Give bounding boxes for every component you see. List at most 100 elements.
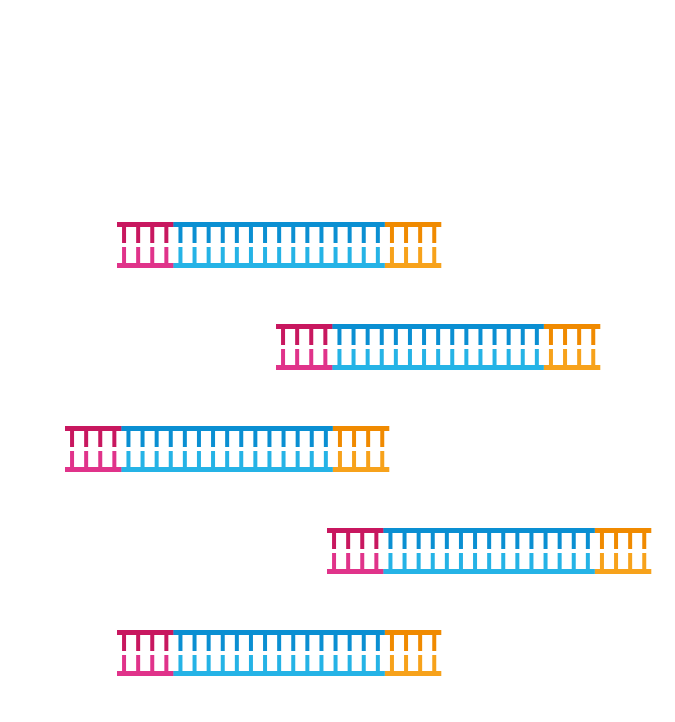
base-pair-upper xyxy=(360,533,365,549)
base-pair-lower xyxy=(346,553,351,569)
base-pair-upper xyxy=(346,533,351,549)
base-pair-lower xyxy=(277,655,282,671)
base-pair-lower xyxy=(571,553,576,569)
base-pair-upper xyxy=(375,227,380,243)
base-pair-lower xyxy=(211,451,216,467)
top-strand xyxy=(383,528,595,533)
base-pair-upper xyxy=(126,431,131,447)
base-pair-lower xyxy=(332,553,337,569)
base-pair-lower xyxy=(402,553,407,569)
base-pair-upper xyxy=(534,329,539,345)
base-pair-upper xyxy=(464,329,469,345)
top-strand xyxy=(384,630,442,635)
base-pair-upper xyxy=(253,431,258,447)
base-pair-upper xyxy=(267,431,272,447)
base-pair-upper xyxy=(178,227,183,243)
base-pair-upper xyxy=(347,635,352,651)
base-pair-upper xyxy=(136,635,141,651)
left-adapter-segment xyxy=(276,324,333,370)
base-pair-upper xyxy=(150,227,155,243)
base-pair-upper xyxy=(351,329,356,345)
base-pair-lower xyxy=(220,655,225,671)
base-pair-lower xyxy=(225,451,230,467)
base-pair-lower xyxy=(291,247,296,263)
base-pair-lower xyxy=(548,349,553,365)
base-pair-lower xyxy=(319,655,324,671)
base-pair-lower xyxy=(432,655,437,671)
base-pair-lower xyxy=(389,247,394,263)
left-adapter-segment xyxy=(327,528,384,574)
bottom-strand xyxy=(65,467,122,472)
base-pair-upper xyxy=(295,329,300,345)
base-pair-upper xyxy=(478,329,483,345)
base-pair-lower xyxy=(295,349,300,365)
right-adapter-segment xyxy=(332,426,390,472)
base-pair-upper xyxy=(309,431,314,447)
base-pair-upper xyxy=(263,227,268,243)
base-pair-lower xyxy=(126,451,131,467)
base-pair-upper xyxy=(305,227,310,243)
base-pair-lower xyxy=(506,349,511,365)
base-pair-lower xyxy=(112,451,117,467)
base-pair-lower xyxy=(351,349,356,365)
right-adapter-segment xyxy=(384,630,442,676)
base-pair-lower xyxy=(599,553,604,569)
base-pair-upper xyxy=(529,533,534,549)
fragment-1 xyxy=(117,222,442,268)
top-strand xyxy=(327,528,384,533)
base-pair-lower xyxy=(337,451,342,467)
base-pair-upper xyxy=(150,635,155,651)
base-pair-upper xyxy=(380,431,385,447)
base-pair-upper xyxy=(402,533,407,549)
base-pair-upper xyxy=(323,329,328,345)
base-pair-lower xyxy=(380,451,385,467)
insert-segment xyxy=(173,222,385,268)
base-pair-upper xyxy=(112,431,117,447)
bottom-strand xyxy=(332,365,544,370)
base-pair-lower xyxy=(196,451,201,467)
base-pair-upper xyxy=(444,533,449,549)
base-pair-upper xyxy=(389,635,394,651)
base-pair-lower xyxy=(263,247,268,263)
base-pair-upper xyxy=(389,227,394,243)
right-adapter-segment xyxy=(384,222,442,268)
base-pair-lower xyxy=(366,451,371,467)
base-pair-upper xyxy=(319,635,324,651)
base-pair-lower xyxy=(444,553,449,569)
base-pair-lower xyxy=(458,553,463,569)
base-pair-upper xyxy=(347,227,352,243)
base-pair-upper xyxy=(291,227,296,243)
bottom-strand xyxy=(543,365,601,370)
base-pair-upper xyxy=(352,431,357,447)
bottom-strand xyxy=(121,467,333,472)
base-pair-lower xyxy=(389,655,394,671)
base-pair-lower xyxy=(492,349,497,365)
base-pair-lower xyxy=(319,247,324,263)
base-pair-lower xyxy=(642,553,647,569)
base-pair-upper xyxy=(422,329,427,345)
base-pair-upper xyxy=(220,227,225,243)
base-pair-lower xyxy=(422,349,427,365)
base-pair-lower xyxy=(464,349,469,365)
base-pair-lower xyxy=(416,553,421,569)
base-pair-upper xyxy=(506,329,511,345)
base-pair-lower xyxy=(614,553,619,569)
insert-segment xyxy=(332,324,544,370)
base-pair-upper xyxy=(291,635,296,651)
base-pair-lower xyxy=(206,247,211,263)
base-pair-lower xyxy=(365,349,370,365)
base-pair-upper xyxy=(571,533,576,549)
base-pair-upper xyxy=(277,635,282,651)
base-pair-upper xyxy=(501,533,506,549)
base-pair-lower xyxy=(473,553,478,569)
base-pair-lower xyxy=(577,349,582,365)
base-pair-upper xyxy=(430,533,435,549)
top-strand xyxy=(117,222,174,227)
base-pair-upper xyxy=(309,329,314,345)
base-pair-upper xyxy=(436,329,441,345)
base-pair-lower xyxy=(84,451,89,467)
base-pair-upper xyxy=(220,635,225,651)
base-pair-upper xyxy=(182,431,187,447)
base-pair-upper xyxy=(548,329,553,345)
base-pair-lower xyxy=(234,247,239,263)
